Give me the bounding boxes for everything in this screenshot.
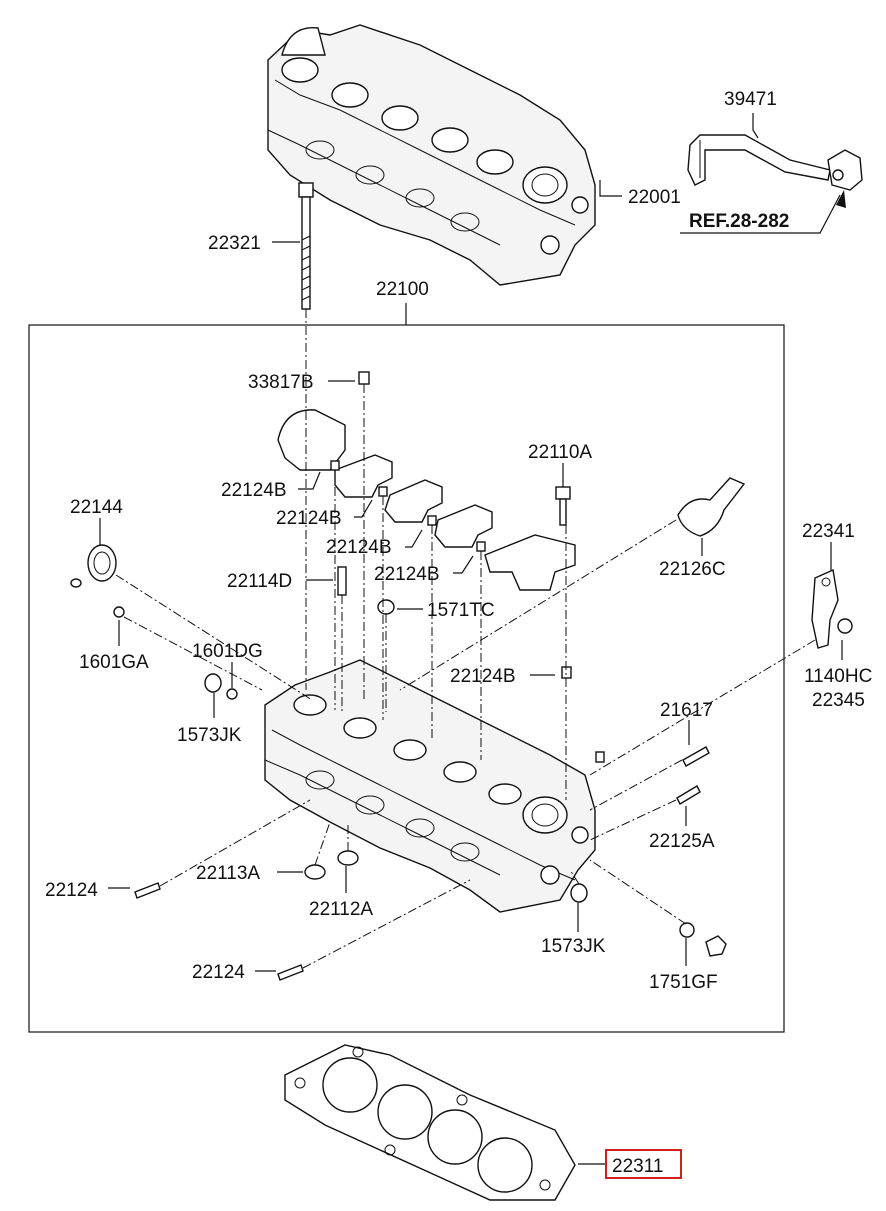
label-ref-28-282[interactable]: REF.28-282 <box>689 211 789 232</box>
label-22311[interactable]: 22311 <box>612 1156 663 1177</box>
label-22144[interactable]: 22144 <box>70 497 123 518</box>
small-parts <box>70 371 853 981</box>
label-22112a[interactable]: 22112A <box>309 899 373 920</box>
head-bolt-drawing <box>298 182 314 310</box>
label-22124-2[interactable]: 22124 <box>192 962 245 983</box>
label-22345[interactable]: 22345 <box>812 690 865 711</box>
label-22341[interactable]: 22341 <box>802 521 855 542</box>
label-22321[interactable]: 22321 <box>208 233 261 254</box>
label-1573jk-2[interactable]: 1573JK <box>541 936 606 957</box>
label-22124b-5[interactable]: 22124B <box>450 666 516 687</box>
label-22125a[interactable]: 22125A <box>649 831 715 852</box>
label-22100[interactable]: 22100 <box>376 279 429 300</box>
label-22126c[interactable]: 22126C <box>659 559 726 580</box>
label-1573jk-1[interactable]: 1573JK <box>177 725 242 746</box>
assembly-frame <box>28 324 785 1033</box>
label-1751gf[interactable]: 1751GF <box>649 972 718 993</box>
label-39471[interactable]: 39471 <box>724 89 777 110</box>
label-22114d[interactable]: 22114D <box>227 571 292 592</box>
alignment-lines <box>115 309 816 969</box>
cylinder-head-bare-drawing <box>264 659 596 913</box>
label-22113a[interactable]: 22113A <box>196 863 260 884</box>
label-21617[interactable]: 21617 <box>660 700 713 721</box>
label-22124b-1[interactable]: 22124B <box>221 480 287 501</box>
label-22124b-4[interactable]: 22124B <box>374 564 440 585</box>
cylinder-head-assembly-drawing <box>267 24 596 286</box>
label-22110a[interactable]: 22110A <box>528 442 592 463</box>
label-22124b-3[interactable]: 22124B <box>326 537 392 558</box>
camshaft-bearing-caps <box>277 409 576 591</box>
label-22001[interactable]: 22001 <box>628 187 681 208</box>
label-22124b-2[interactable]: 22124B <box>276 508 342 529</box>
label-1571tc[interactable]: 1571TC <box>427 600 495 621</box>
label-33817b[interactable]: 33817B <box>248 372 314 393</box>
part-number-labels: 39471 22001 REF.28-282 22321 22100 33817… <box>45 89 872 1179</box>
highlight-box-22311 <box>605 1149 682 1179</box>
label-1601dg[interactable]: 1601DG <box>192 641 263 662</box>
leader-lines <box>99 113 846 1165</box>
sensor-tube-drawing <box>687 134 863 191</box>
label-1140hc[interactable]: 1140HC <box>804 666 872 687</box>
label-1601ga[interactable]: 1601GA <box>79 652 149 673</box>
label-22124-1[interactable]: 22124 <box>45 880 98 901</box>
head-gasket-drawing <box>284 1044 576 1201</box>
